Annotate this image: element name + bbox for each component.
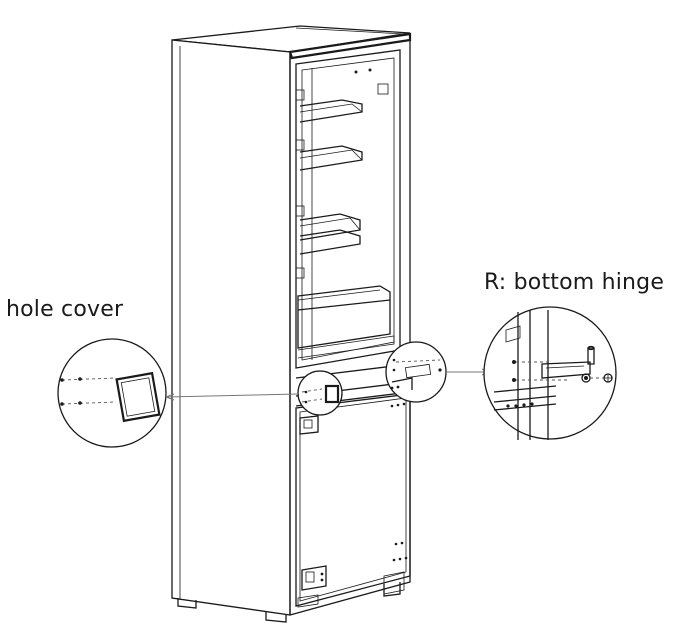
bottom-hinge-zoom-callout [483,306,617,440]
fridge-cabinet [171,25,412,623]
fridge-upper-compartment [295,49,401,369]
bottom-hinge-detail-circle [385,341,447,403]
bottom-hinge-label: R: bottom hinge [484,270,665,295]
hole-cover-label: hole cover [6,297,124,322]
hole-cover-zoom-callout [57,338,167,448]
hole-cover-leader-line [165,393,299,398]
hole-cover-detail-circle [297,370,343,416]
